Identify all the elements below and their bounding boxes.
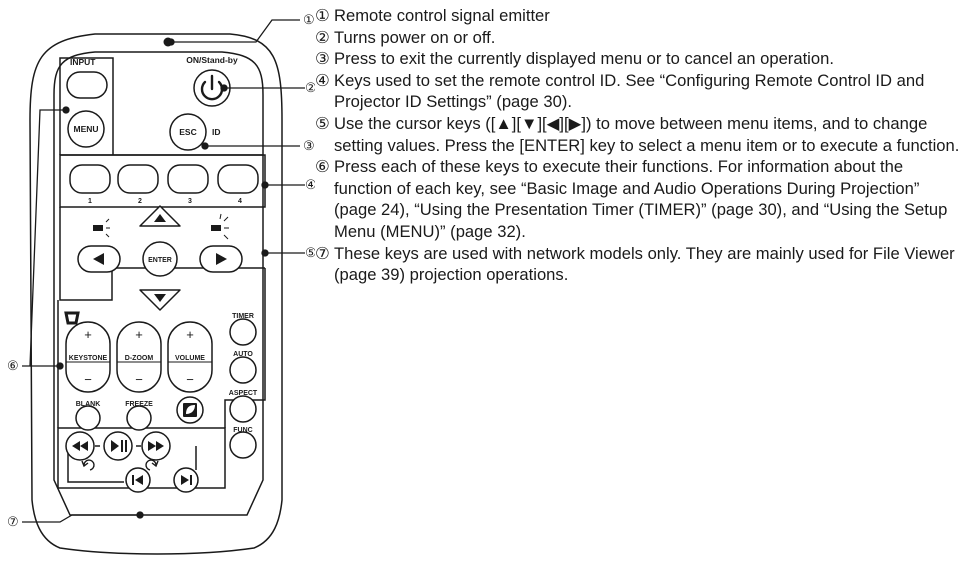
description-text-4: Keys used to set the remote control ID. … (334, 70, 925, 112)
remote-control-diagram: INPUT MENU ON/Stand-by ESC ID 1 2 3 4 EN… (7, 12, 315, 555)
description-number-5: ⑤ (315, 113, 330, 133)
id-key-4[interactable] (217, 164, 259, 194)
svg-text:D-ZOOM: D-ZOOM (125, 355, 154, 362)
id-key-2[interactable] (117, 164, 159, 194)
description-text-2: Turns power on or off. (334, 27, 496, 47)
keystone-rocker[interactable] (65, 321, 111, 393)
svg-text:KEYSTONE: KEYSTONE (69, 355, 108, 362)
volume-rocker[interactable] (167, 321, 213, 393)
remote-inner-outline (53, 51, 264, 516)
rewind-button[interactable] (65, 431, 95, 461)
cursor-right-button[interactable] (199, 245, 243, 273)
svg-text:−: − (135, 372, 143, 387)
callout-2: ② (305, 80, 315, 95)
description-number-3: ③ (315, 49, 330, 69)
id-key-2-label: 2 (138, 198, 142, 205)
description-number-6: ⑥ (315, 157, 330, 177)
next-button[interactable] (173, 467, 199, 493)
rotate-right-icon (145, 459, 159, 471)
callout-line-1 (171, 19, 300, 43)
description-text-5: Use the cursor keys ([▲][▼][◀][▶]) to mo… (334, 113, 960, 155)
callout-line-7 (22, 514, 140, 523)
input-label: INPUT (70, 57, 96, 67)
freeze-button[interactable] (126, 405, 152, 431)
callout-3: ③ (303, 138, 315, 153)
timer-label: TIMER (232, 313, 254, 320)
description-number-7: ⑦ (315, 243, 330, 263)
blank-label: BLANK (76, 401, 101, 408)
id-key-1[interactable] (69, 164, 111, 194)
rocker-labels: + + + KEYSTONE D-ZOOM VOLUME − − − (69, 327, 205, 387)
brightness-up-icon (211, 213, 229, 240)
description-text-7: These keys are used with network models … (334, 243, 955, 285)
description-text-3: Press to exit the currently displayed me… (334, 49, 834, 69)
id-key-3-label: 3 (188, 198, 192, 205)
power-label: ON/Stand-by (186, 55, 238, 65)
svg-text:+: + (186, 327, 194, 342)
svg-text:−: − (84, 372, 92, 387)
func-label: FUNC (233, 427, 252, 434)
svg-text:VOLUME: VOLUME (175, 355, 205, 362)
description-number-4: ④ (315, 70, 330, 90)
id-label: ID (212, 127, 221, 137)
id-key-4-label: 4 (238, 198, 242, 205)
auto-label: AUTO (233, 351, 253, 358)
callout-line-6 (22, 109, 66, 367)
esc-label: ESC (179, 127, 196, 137)
id-keys-group (59, 154, 266, 208)
remote-body-outline (29, 33, 283, 555)
callout-7: ⑦ (7, 514, 19, 529)
func-button[interactable] (229, 431, 257, 459)
menu-label: MENU (73, 124, 98, 134)
brightness-down-icon (93, 218, 110, 238)
fast-forward-button[interactable] (141, 431, 171, 461)
dzoom-rocker[interactable] (116, 321, 162, 393)
description-text-6: Press each of these keys to execute thei… (334, 157, 948, 241)
svg-text:+: + (84, 327, 92, 342)
play-pause-button[interactable] (103, 431, 133, 461)
description-text-1: Remote control signal emitter (334, 6, 550, 25)
svg-text:+: + (135, 327, 143, 342)
aspect-button[interactable] (229, 395, 257, 423)
callout-6: ⑥ (7, 358, 19, 373)
description-number-2: ② (315, 27, 330, 47)
description-number-1: ① (315, 6, 330, 25)
enter-button[interactable] (142, 241, 178, 277)
previous-button[interactable] (125, 467, 151, 493)
cursor-up-button[interactable] (139, 205, 181, 227)
keystone-icon (64, 311, 80, 325)
input-button[interactable] (66, 71, 108, 99)
menu-button[interactable] (67, 110, 105, 148)
id-key-1-label: 1 (88, 198, 92, 205)
eco-leaf-icon (183, 403, 197, 417)
callout-1: ① (303, 12, 315, 27)
id-key-3[interactable] (167, 164, 209, 194)
cursor-down-button[interactable] (139, 289, 181, 311)
input-menu-group (59, 57, 114, 155)
rotate-left-icon (81, 459, 95, 471)
playback-connector (67, 445, 197, 483)
enter-label: ENTER (148, 257, 172, 264)
timer-button[interactable] (229, 318, 257, 346)
aspect-label: ASPECT (229, 390, 258, 397)
cursor-left-button[interactable] (77, 245, 121, 273)
auto-button[interactable] (229, 356, 257, 384)
esc-button[interactable] (169, 113, 207, 151)
callout-4: ④ (305, 177, 315, 192)
svg-text:−: − (186, 372, 194, 387)
freeze-label: FREEZE (125, 401, 153, 408)
callout-5: ⑤ (305, 245, 315, 260)
blank-button[interactable] (75, 405, 101, 431)
